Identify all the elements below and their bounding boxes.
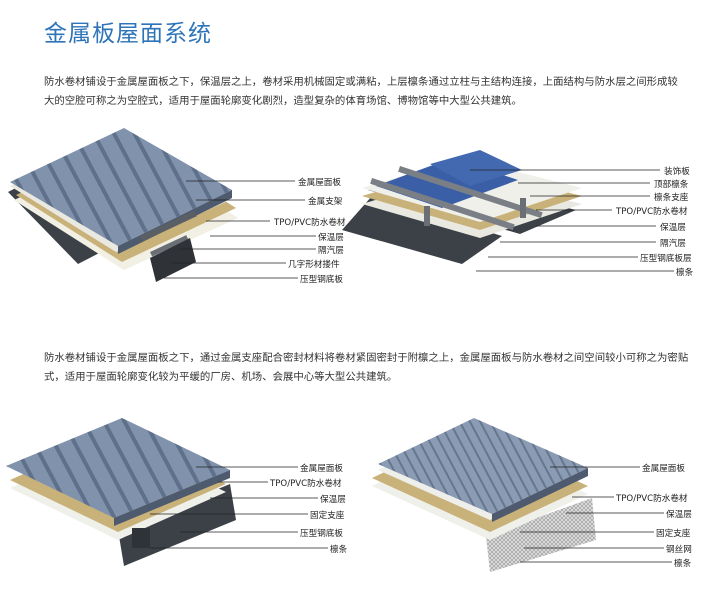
label-purlin-support: 檩条支座 — [654, 193, 689, 203]
diagram-3-layers — [6, 418, 236, 566]
label-omega-connector: 几字形材搂件 — [288, 260, 340, 270]
diagram-2-layers — [342, 150, 582, 264]
metal-roof-panel — [378, 418, 588, 514]
label-insulation: 保温层 — [666, 510, 692, 520]
page-title: 金属板屋面系统 — [44, 21, 212, 47]
label-insulation: 保温层 — [660, 223, 686, 233]
diagram-4-leaders — [520, 466, 672, 563]
label-top-purlin: 顶部檩条 — [654, 180, 689, 190]
label-fixed-support: 固定支座 — [310, 511, 345, 521]
diagram-2-leaders — [470, 169, 674, 272]
label-steel-deck-layer: 压型钢底板层 — [640, 254, 692, 264]
metal-roof-panel — [10, 128, 232, 246]
label-insulation: 保温层 — [318, 233, 344, 243]
label-purlin: 檩条 — [330, 545, 348, 555]
label-tpo-pvc-membrane: TPO/PVC防水卷材 — [616, 207, 688, 217]
diagram-1-leaders — [164, 180, 316, 279]
label-wire-mesh: 钢丝网 — [666, 545, 692, 555]
label-metal-roof-panel: 金属屋面板 — [642, 464, 685, 474]
diagram-1-layers — [8, 128, 238, 282]
deck-layer — [342, 196, 502, 264]
label-metal-roof-panel: 金属屋面板 — [300, 464, 343, 474]
label-insulation: 保温层 — [320, 495, 346, 505]
label-decor-panel: 装饰板 — [664, 167, 690, 177]
label-metal-bracket: 金属支架 — [308, 197, 343, 207]
label-fixed-support: 固定支座 — [656, 529, 691, 539]
label-steel-deck: 压型钢底板 — [300, 529, 343, 539]
metal-roof-panel — [6, 418, 230, 518]
label-purlin: 檩条 — [676, 268, 694, 278]
label-tpo-pvc-membrane: TPO/PVC防水卷材 — [274, 218, 346, 228]
label-vapor-barrier: 隔汽层 — [318, 246, 344, 256]
diagram-3-leaders — [150, 466, 328, 549]
label-metal-roof-panel: 金属屋面板 — [298, 178, 341, 188]
label-purlin: 檩条 — [674, 559, 692, 569]
label-vapor-barrier: 隔汽层 — [660, 239, 686, 249]
label-tpo-pvc-membrane: TPO/PVC防水卷材 — [616, 494, 688, 504]
intro-paragraph-2: 防水卷材铺设于金属屋面板之下，通过金属支座配合密封材料将卷材紧固密封于附檩之上，… — [44, 352, 689, 383]
wire-mesh — [486, 498, 596, 572]
intro-paragraph-1: 防水卷材铺设于金属屋面板之下，保温层之上，卷材采用机械固定或满粘，上层檩条通过立… — [44, 76, 678, 107]
label-steel-deck: 压型钢底板 — [300, 275, 343, 285]
label-tpo-pvc-membrane: TPO/PVC防水卷材 — [270, 479, 342, 489]
diagram-4-layers — [372, 418, 596, 572]
